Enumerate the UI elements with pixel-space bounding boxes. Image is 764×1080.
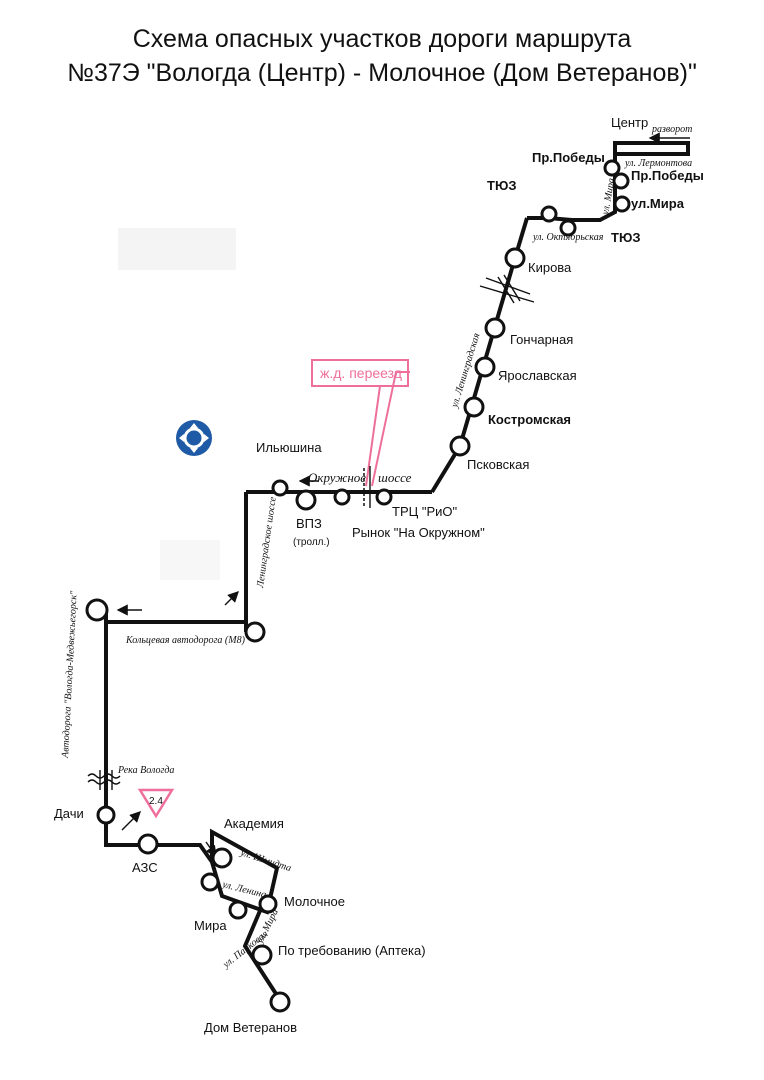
- stop-ring-west[interactable]: [85, 598, 109, 622]
- street-koltsevaya: Кольцевая автодорога (М8): [125, 635, 246, 646]
- stop-akademiya[interactable]: [211, 847, 233, 869]
- street-shosse: шоссе: [378, 470, 412, 485]
- direction-arrows: [116, 132, 690, 858]
- street-shmidta: ул. Шмидта: [238, 847, 293, 874]
- label-goncharnaya: Гончарная: [510, 332, 573, 347]
- label-vpz-note: (тролл.): [293, 537, 330, 548]
- yield-sign-icon: [137, 788, 175, 819]
- railway-crossing-label: ж.д. переезд: [320, 365, 402, 381]
- stop-po-trebovaniyu[interactable]: [251, 944, 273, 966]
- label-dom-veteranov: Дом Ветеранов: [204, 1020, 297, 1035]
- yield-sign-number: 2.4: [149, 796, 163, 807]
- scan-artifact: [118, 228, 236, 270]
- stop-ilyushina[interactable]: [271, 479, 289, 497]
- label-mira: Мира: [194, 918, 227, 933]
- label-trts: ТРЦ "РиО": [392, 504, 457, 519]
- label-kirova: Кирова: [528, 260, 572, 275]
- stop-rynok[interactable]: [333, 488, 351, 506]
- stop-molochnoe[interactable]: [258, 894, 278, 914]
- label-rynok: Рынок "На Окружном": [352, 525, 485, 540]
- roundabout-sign-icon: [176, 420, 212, 456]
- stop-lenina[interactable]: [200, 872, 220, 892]
- stop-goncharnaya[interactable]: [484, 317, 506, 339]
- label-tsentr: Центр: [611, 115, 648, 130]
- stops: [85, 159, 631, 1013]
- label-akademiya: Академия: [224, 816, 284, 831]
- stop-pr-pobedy-left[interactable]: [603, 159, 621, 177]
- stop-yaroslavskaya[interactable]: [474, 356, 496, 378]
- stop-ul-mira[interactable]: [613, 195, 631, 213]
- label-molochnoe: Молочное: [284, 894, 345, 909]
- railway-crossing-icon: [479, 274, 535, 304]
- street-okruzhnoe: Окружное: [308, 470, 366, 485]
- stop-vpz[interactable]: [295, 489, 317, 511]
- label-azs: АЗС: [132, 860, 158, 875]
- stop-kirova[interactable]: [504, 247, 526, 269]
- label-ul-mira: ул.Мира: [631, 196, 685, 211]
- stop-pr-pobedy-right[interactable]: [612, 172, 630, 190]
- stop-tyuz-right[interactable]: [559, 219, 577, 237]
- street-reka-vologda: Река Вологда: [117, 765, 174, 776]
- label-pr-pobedy-left: Пр.Победы: [532, 150, 605, 165]
- label-vpz: ВПЗ: [296, 516, 322, 531]
- label-yaroslavskaya: Ярославская: [498, 368, 577, 383]
- label-tyuz-left: ТЮЗ: [487, 178, 517, 193]
- street-razvorot: разворот: [651, 124, 692, 135]
- stop-tyuz-left[interactable]: [540, 205, 558, 223]
- stop-azs[interactable]: [137, 833, 159, 855]
- label-ilyushina: Ильюшина: [256, 440, 322, 455]
- label-tyuz-right: ТЮЗ: [611, 230, 641, 245]
- map-title: Схема опасных участков дороги маршрута №…: [0, 22, 764, 90]
- label-dachi: Дачи: [54, 806, 84, 821]
- label-pskovskaya: Псковская: [467, 457, 529, 472]
- stop-pskovskaya[interactable]: [449, 435, 471, 457]
- river-bridge-icon: [87, 770, 121, 790]
- stop-mira[interactable]: [228, 900, 248, 920]
- stop-trts[interactable]: [375, 488, 393, 506]
- stop-kostromskaya[interactable]: [463, 396, 485, 418]
- stop-dachi[interactable]: [96, 805, 116, 825]
- street-lermontova: ул. Лермонтова: [624, 158, 692, 169]
- scan-artifact: [160, 540, 220, 580]
- stop-ring-road[interactable]: [244, 621, 266, 643]
- label-pr-pobedy-right: Пр.Победы: [631, 168, 704, 183]
- street-oktyabrskaya: ул. Октябрьская: [532, 232, 604, 243]
- street-avtodoroga: Автодорога "Вологда-Медвежьегорск": [60, 590, 80, 759]
- railway-crossing-callout: [311, 359, 410, 508]
- map-title-line1: Схема опасных участков дороги маршрута: [132, 25, 632, 53]
- label-kostromskaya: Костромская: [488, 412, 571, 427]
- label-po-trebovaniyu: По требованию (Аптека): [278, 943, 426, 958]
- stop-dom-veteranov[interactable]: [269, 991, 291, 1013]
- street-leningradskoe-shosse: Ленинградское шоссе: [255, 496, 279, 590]
- map-title-line2: №37Э "Вологда (Центр) - Молочное (Дом Ве…: [67, 59, 697, 87]
